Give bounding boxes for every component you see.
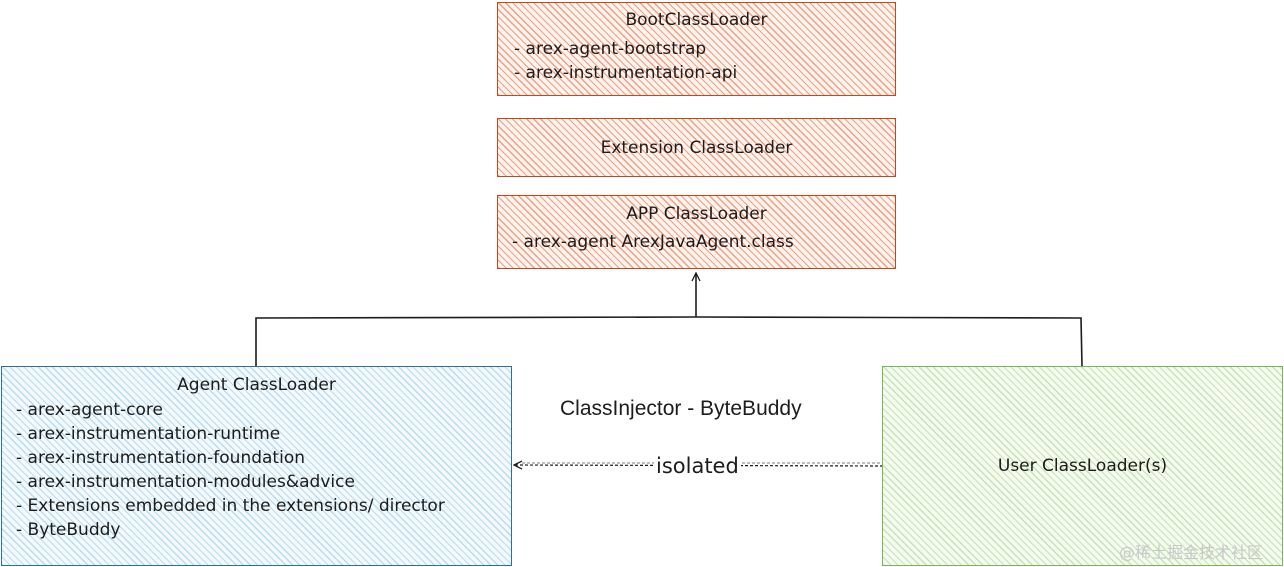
isolated-dashed-arrow — [514, 465, 884, 466]
user-inheritance-line — [695, 316, 1083, 367]
agent-classloader-items: - arex-agent-core - arex-instrumentation… — [16, 398, 445, 542]
boot-classloader-box: BootClassLoader - arex-agent-bootstrap -… — [497, 2, 896, 96]
user-classloader-title: User ClassLoader(s) — [997, 456, 1168, 476]
agent-classloader-box: Agent ClassLoader - arex-agent-core - ar… — [1, 366, 512, 566]
list-item: - arex-agent ArexJavaAgent.class — [512, 232, 794, 252]
list-item: - arex-instrumentation-modules&advice — [16, 472, 355, 492]
boot-classloader-items: - arex-agent-bootstrap - arex-instrument… — [514, 37, 737, 85]
app-classloader-box: APP ClassLoader - arex-agent ArexJavaAge… — [497, 195, 896, 269]
agent-inheritance-line — [255, 316, 697, 366]
boot-classloader-title: BootClassLoader — [625, 10, 768, 30]
app-classloader-items: - arex-agent ArexJavaAgent.class — [512, 230, 794, 254]
list-item: - arex-agent-core — [16, 400, 163, 420]
list-item: - arex-agent-bootstrap — [514, 39, 707, 59]
isolated-label: isolated — [654, 454, 741, 478]
list-item: - ByteBuddy — [16, 520, 121, 540]
user-classloader-box: User ClassLoader(s) — [882, 366, 1283, 566]
list-item: - arex-instrumentation-api — [514, 63, 738, 83]
list-item: - Extensions embedded in the extensions/… — [16, 496, 445, 516]
list-item: - arex-instrumentation-foundation — [16, 448, 305, 468]
class-injector-label: ClassInjector - ByteBuddy — [560, 397, 802, 420]
watermark: @稀土掘金技术社区 — [1119, 543, 1264, 562]
list-item: - arex-instrumentation-runtime — [16, 424, 281, 444]
extension-classloader-box: Extension ClassLoader — [497, 118, 896, 177]
app-classloader-title: APP ClassLoader — [626, 204, 767, 224]
agent-classloader-title: Agent ClassLoader — [177, 375, 336, 395]
extension-classloader-title: Extension ClassLoader — [600, 138, 793, 158]
